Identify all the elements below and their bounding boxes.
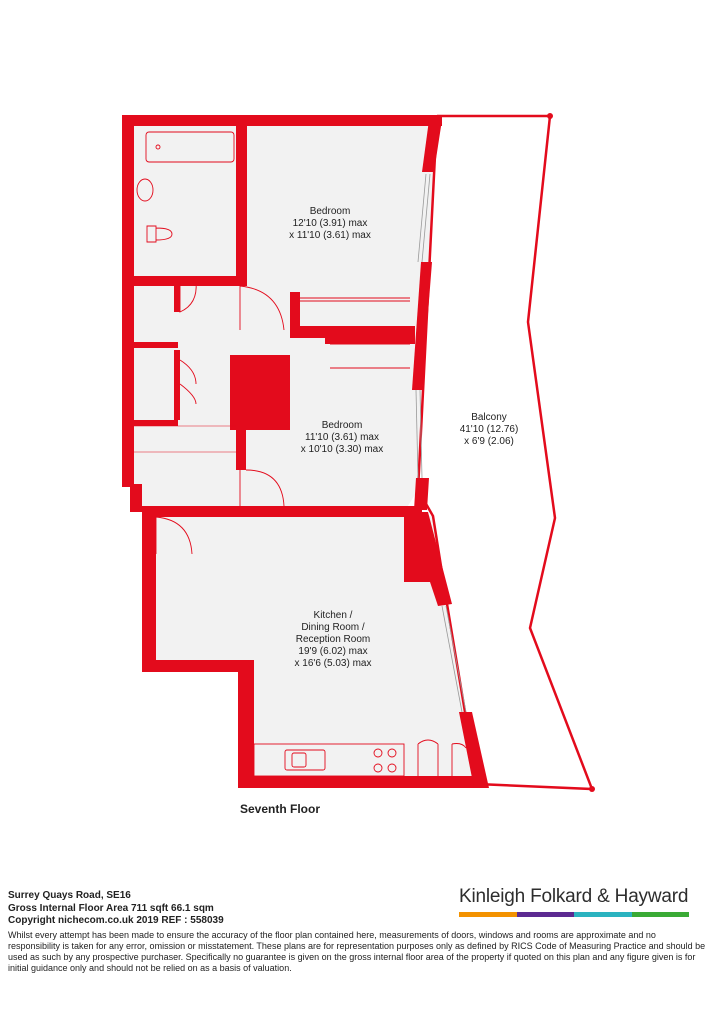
door-icon-2 — [239, 469, 285, 507]
sink-icon — [284, 749, 326, 771]
room-dim-1: 12'10 (3.91) max — [292, 218, 368, 229]
room-name-line-1: Kitchen / — [313, 610, 353, 621]
walls — [122, 115, 489, 788]
room-name-line-2: Dining Room / — [301, 622, 365, 633]
hob-icon — [373, 748, 383, 758]
address: Surrey Quays Road, SE16 — [8, 890, 131, 901]
brand-bar-orange — [459, 912, 517, 917]
room-label-bedroom-1: Bedroom 12'10 (3.91) max x 11'10 (3.61) … — [260, 206, 400, 242]
room-name: Bedroom — [309, 206, 351, 217]
room-label-bedroom-2: Bedroom 11'10 (3.61) max x 10'10 (3.30) … — [272, 420, 412, 456]
room-dim-2: x 16'6 (5.03) max — [294, 658, 372, 669]
room-dim-1: 19'9 (6.02) max — [298, 646, 368, 657]
windows — [415, 173, 467, 713]
property-info: Surrey Quays Road, SE16 Gross Internal F… — [8, 890, 224, 928]
room-dim-2: x 10'10 (3.30) max — [300, 444, 384, 455]
brand-bar-green — [631, 912, 689, 917]
toilet-icon — [146, 225, 173, 243]
fixtures — [134, 131, 467, 777]
room-dim-2: x 11'10 (3.61) max — [289, 230, 371, 241]
room-label-balcony: Balcony 41'10 (12.76) x 6'9 (2.06) — [434, 412, 544, 448]
room-name: Bedroom — [321, 420, 363, 431]
room-dim-2: x 6'9 (2.06) — [464, 436, 514, 447]
brand-bar-teal — [574, 912, 632, 917]
brand-logo: Kinleigh Folkard & Hayward — [459, 886, 695, 917]
brand-color-bar — [459, 912, 689, 917]
bath-icon — [145, 131, 235, 163]
floor-area: Gross Internal Floor Area 711 sqft 66.1 … — [8, 902, 214, 914]
room-dim-1: 11'10 (3.61) max — [305, 432, 379, 443]
copyright: Copyright nichecom.co.uk 2019 REF : 5580… — [8, 915, 224, 926]
room-dim-1: 41'10 (12.76) — [459, 424, 519, 435]
floor-name: Seventh Floor — [240, 802, 321, 816]
basin-icon — [136, 178, 154, 202]
room-name-line-3: Reception Room — [295, 634, 371, 645]
door-icon — [239, 285, 285, 331]
brand-bar-purple — [516, 912, 574, 917]
disclaimer: Whilst every attempt has been made to en… — [8, 930, 706, 973]
room-name: Balcony — [471, 412, 507, 423]
brand-name: Kinleigh Folkard & Hayward — [459, 886, 689, 907]
floor-plan: .wall-fill { fill:#e30b1c; } .wall-strok… — [122, 113, 595, 792]
room-label-kitchen: Kitchen / Dining Room / Reception Room 1… — [263, 610, 403, 670]
